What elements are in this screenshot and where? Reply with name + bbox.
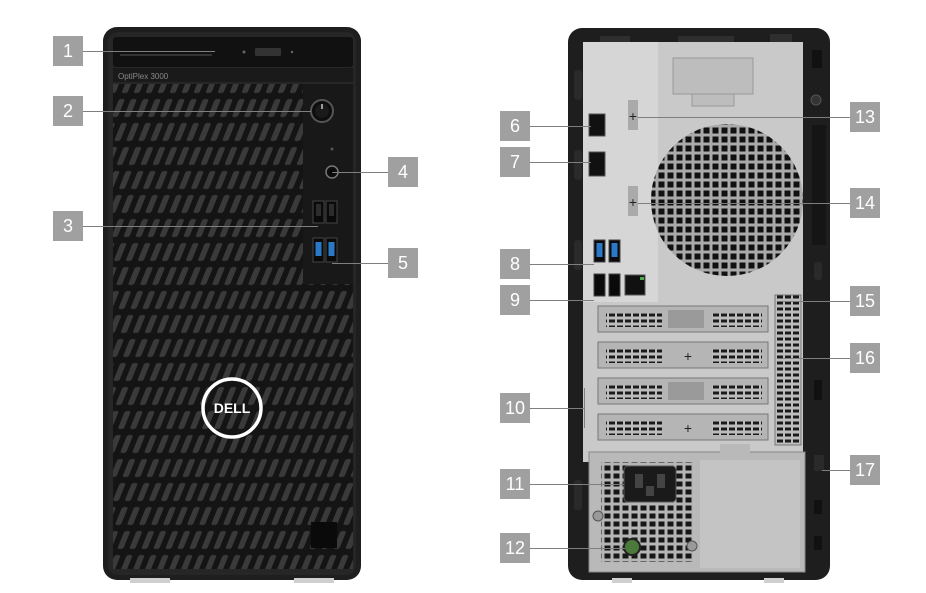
callout-12: 12: [500, 533, 530, 563]
callout-1: 1: [53, 36, 83, 66]
leader-line-16: [782, 358, 850, 359]
security-slot: [814, 455, 824, 471]
svg-text:+: +: [629, 194, 637, 210]
callout-7: 7: [500, 147, 530, 177]
leader-line-10: [530, 408, 584, 409]
callout-10: 10: [500, 393, 530, 423]
rear-usb2-left: [593, 273, 606, 297]
callout-3: 3: [53, 211, 83, 241]
svg-text:+: +: [684, 348, 692, 364]
displayport-port: [588, 151, 606, 177]
callout-5: 5: [388, 248, 418, 278]
leader-line-8: [530, 264, 594, 265]
hdmi-port: [588, 113, 606, 137]
callout-2: 2: [53, 96, 83, 126]
callout-17: 17: [850, 455, 880, 485]
callout-9: 9: [500, 285, 530, 315]
callout-6: 6: [500, 111, 530, 141]
leader-line-17: [822, 470, 850, 471]
leader-line-3: [83, 226, 318, 227]
callout-15: 15: [850, 286, 880, 316]
leader-line-10-bracket: [584, 388, 585, 428]
optical-eject-button: [255, 48, 281, 56]
front-badge: [311, 522, 337, 548]
expansion-slots: + +: [597, 294, 802, 446]
psu-diagnostic-button: [623, 538, 641, 556]
leader-line-11: [530, 484, 624, 485]
front-view: OptiPlex 3000 DELL: [103, 27, 361, 583]
leader-line-9: [530, 300, 594, 301]
callout-16: 16: [850, 343, 880, 373]
dell-logo: [201, 377, 263, 439]
model-label: OptiPlex 3000: [118, 72, 169, 81]
dell-logo-text: DELL: [214, 400, 251, 416]
svg-text:+: +: [629, 108, 637, 124]
back-view: + + + +: [568, 28, 830, 583]
leader-line-4: [332, 172, 388, 173]
leader-line-13: [638, 117, 850, 118]
leader-line-1: [83, 51, 215, 52]
leader-line-12: [530, 548, 625, 549]
svg-text:+: +: [684, 420, 692, 436]
callout-11: 11: [500, 469, 530, 499]
leader-line-5: [332, 263, 388, 264]
callout-4: 4: [388, 157, 418, 187]
leader-line-2: [83, 111, 311, 112]
callout-14: 14: [850, 188, 880, 218]
callout-13: 13: [850, 102, 880, 132]
leader-line-14: [638, 203, 850, 204]
rear-usb2-right: [608, 273, 621, 297]
power-connector: [623, 465, 677, 503]
rear-fan-vent: [651, 124, 803, 276]
leader-line-6: [530, 126, 591, 127]
leader-line-15: [782, 301, 850, 302]
optical-drive-bay: [113, 37, 353, 67]
callout-8: 8: [500, 249, 530, 279]
leader-line-7: [530, 162, 591, 163]
